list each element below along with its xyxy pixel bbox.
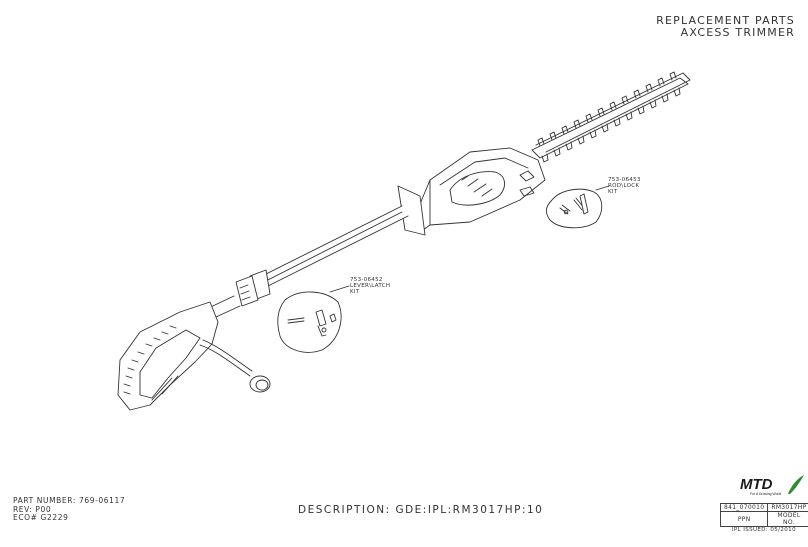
lever-latch-leader — [329, 285, 350, 293]
rear-handle — [117, 301, 219, 411]
rod-lock-kit — [545, 188, 603, 229]
hedge-blade — [531, 71, 691, 163]
page-title: REPLACEMENT PARTS — [656, 14, 795, 27]
ipl-issued-date: IPL ISSUED: 05/2010 — [731, 527, 796, 533]
page-subtitle: AXCESS TRIMMER — [680, 26, 795, 39]
lever-latch-callout: 753-06452 LEVER\LATCH KIT — [350, 277, 390, 295]
model-label: MODEL NO. — [767, 511, 808, 527]
ppn-label: PPN — [719, 511, 769, 527]
lever-latch-label-kit: KIT — [350, 289, 360, 295]
power-cord — [199, 339, 271, 393]
rod-lock-label: ROD\LOCK — [608, 183, 640, 189]
rod-lock-callout: 753-06453 ROD\LOCK KIT — [608, 177, 641, 195]
leaf-icon — [788, 475, 804, 494]
ppn-value: 841_070010 — [719, 503, 769, 512]
lever-latch-label: LEVER\LATCH — [350, 283, 391, 289]
rod-lock-part-number: 753-06453 — [608, 177, 641, 183]
gearbox-housing — [397, 147, 546, 236]
rod-lock-leader — [595, 185, 610, 191]
description: DESCRIPTION: GDE:IPL:RM3017HP:10 — [298, 504, 544, 516]
part-number: PART NUMBER: 769-06117 — [13, 496, 126, 505]
shaft-coupler — [199, 269, 271, 323]
logo-text: MTD — [740, 476, 773, 493]
lever-latch-part-number: 753-06452 — [350, 277, 383, 283]
eco-number: ECO# G2229 — [13, 513, 69, 522]
logo-tagline: For A Growing World — [750, 492, 781, 496]
revision: REV: P00 — [13, 504, 52, 514]
lever-latch-kit — [277, 291, 342, 353]
part-info: PART NUMBER: 769-06117 REV: P00 ECO# G22… — [13, 496, 126, 523]
model-value: RM3017HP — [767, 503, 808, 512]
rod-lock-label-kit: KIT — [608, 189, 618, 195]
title-block: 841_070010 RM3017HP PPN MODEL NO. — [719, 503, 808, 527]
mtd-logo: MTD For A Growing World — [740, 475, 804, 496]
